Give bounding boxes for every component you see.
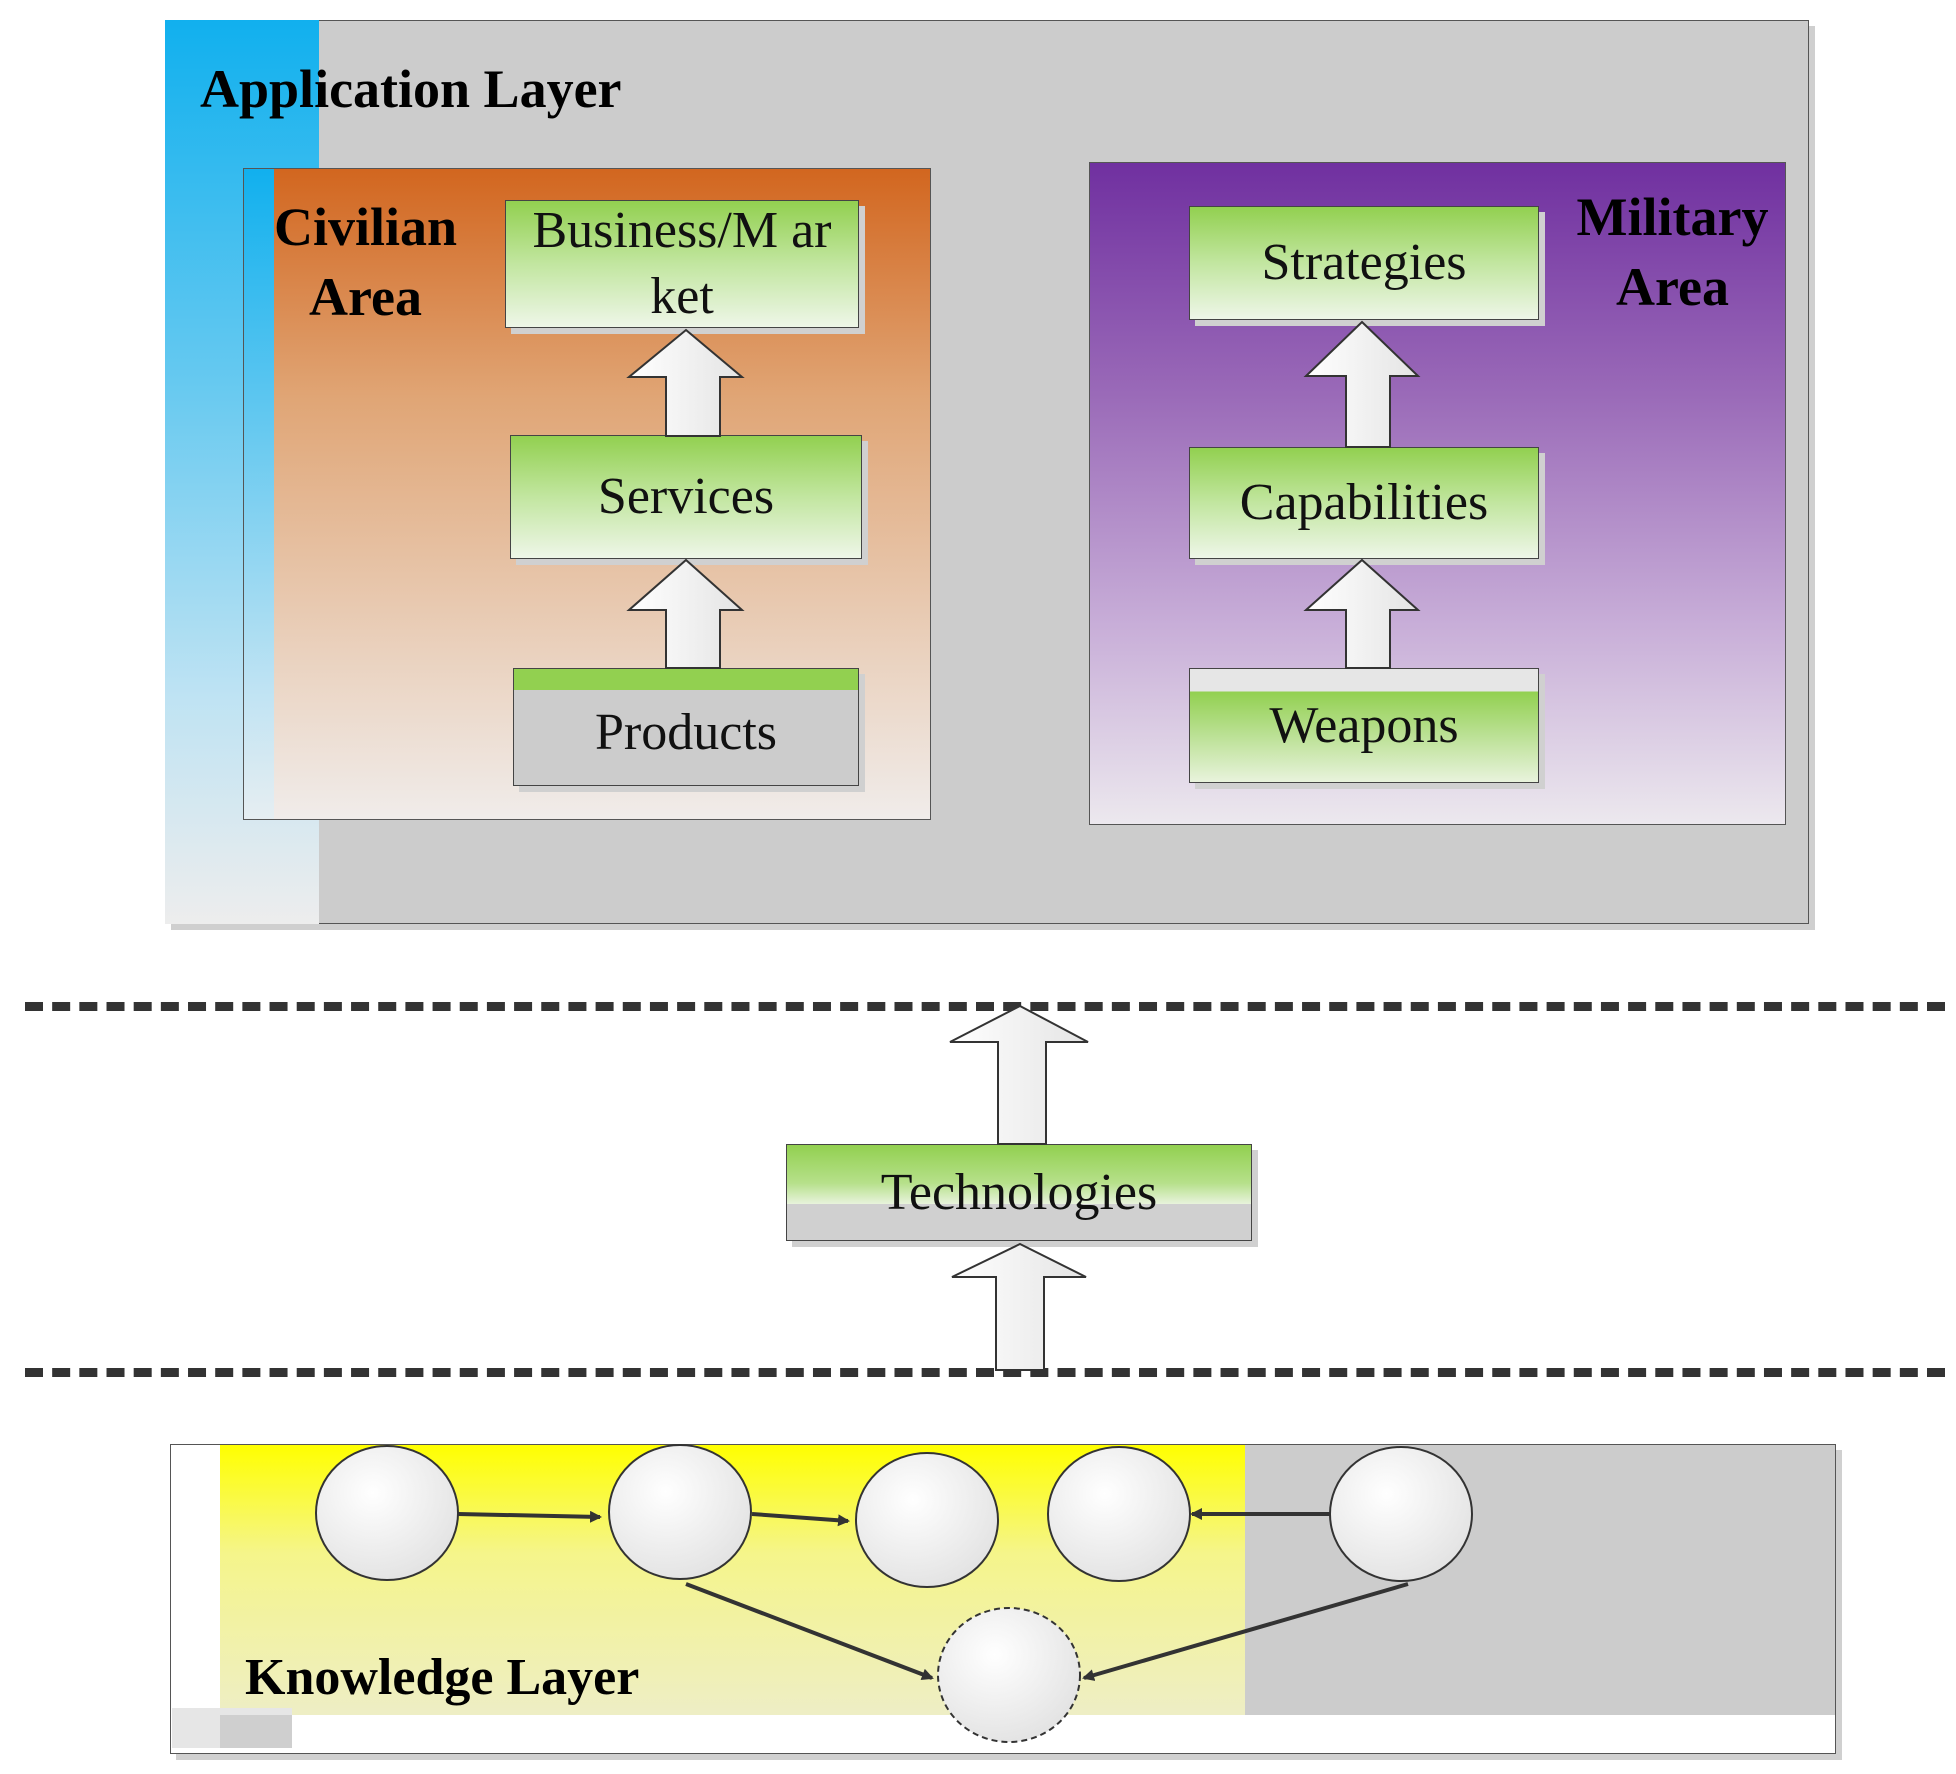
arrow-products-to-services	[626, 558, 745, 669]
knowledge-node-2	[608, 1444, 752, 1580]
arrow-weapons-to-capabilities	[1303, 558, 1421, 669]
strategies-label: Strategies	[1261, 234, 1467, 291]
edge-node2-node3	[751, 1512, 850, 1527]
technologies-box: Technologies	[786, 1144, 1252, 1241]
knowledge-node-4	[1047, 1446, 1191, 1582]
strategies-box: Strategies	[1189, 206, 1539, 320]
products-label: Products	[595, 704, 777, 761]
edge-node2-node6	[685, 1582, 934, 1681]
application-layer-title: Application Layer	[200, 59, 622, 119]
knowledge-node-1	[315, 1445, 459, 1581]
civilian-area-accent	[244, 169, 274, 819]
services-label: Services	[597, 468, 775, 525]
military-area-title: Military Area	[1576, 187, 1769, 317]
weapons-label: Weapons	[1269, 696, 1459, 754]
business-market-box: Business/M arket	[505, 200, 859, 328]
civilian-area-title: Civilian Area	[273, 197, 458, 327]
knowledge-node-5	[1329, 1446, 1473, 1582]
arrow-technologies-to-application	[949, 1004, 1089, 1145]
separator-lower	[25, 1368, 1945, 1377]
technologies-label: Technologies	[880, 1163, 1158, 1221]
knowledge-layer-corner-dark	[220, 1715, 292, 1748]
capabilities-label: Capabilities	[1239, 474, 1489, 531]
arrow-knowledge-to-technologies	[951, 1242, 1087, 1371]
knowledge-layer-title: Knowledge Layer	[245, 1649, 640, 1706]
capabilities-box: Capabilities	[1189, 447, 1539, 559]
edge-node1-node2	[457, 1510, 602, 1523]
knowledge-node-3	[855, 1452, 999, 1588]
services-box: Services	[510, 435, 862, 559]
business-market-label: Business/M arket	[532, 202, 832, 325]
knowledge-node-6	[937, 1607, 1081, 1743]
arrow-capabilities-to-strategies	[1303, 320, 1421, 448]
edge-node5-node6	[1082, 1582, 1409, 1681]
arrow-services-to-business	[626, 328, 745, 437]
separator-upper	[25, 1002, 1945, 1011]
products-box: Products	[513, 668, 859, 786]
